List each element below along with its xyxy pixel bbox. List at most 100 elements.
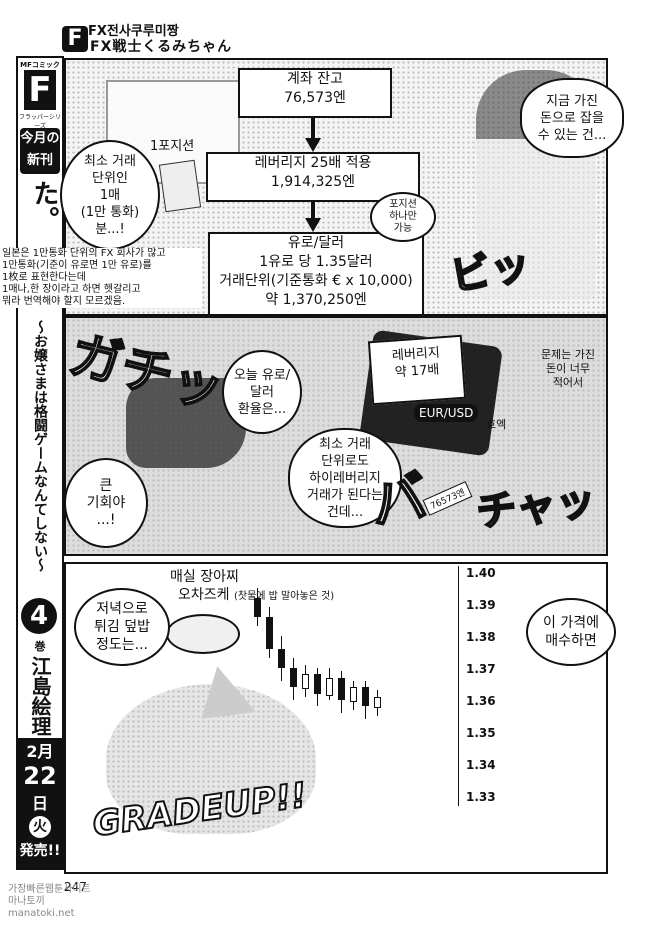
price-tick: 1.40 [466,566,496,580]
buy-price-bubble: 이 가격에 매수하면 [526,598,616,666]
high-leverage-line-4: 거래가 된다는 [307,487,383,503]
problem-note: 문제는 가진 돈이 너무 적어서 [536,348,600,390]
candle-body [362,687,369,707]
series-title-jp: FX戦士くるみちゃん [90,39,233,55]
problem-note-line-1: 문제는 가진 [540,348,596,361]
logo-f-icon: F [62,26,88,52]
one-position-line-1: 포지션 [389,199,417,210]
min-unit-line-5: 분...! [95,221,125,237]
plum-bowl-drawing [166,614,240,654]
one-position-label: 1포지션 [150,139,195,154]
trade-unit-value: 약 1,370,250엔 [265,292,367,308]
leverage-label: 레버리지 25배 적용 [254,155,372,171]
candle-body [326,677,333,696]
food-label: 매실 장아찌 오차즈케 (찻물에 밥 말아놓은 것) [170,568,335,606]
min-unit-bubble: 최소 거래 단위인 1매 (1만 통화) 분...! [60,140,160,250]
food-label-line-1: 매실 장아찌 [170,569,239,585]
release-day: 22 [23,762,57,790]
sidebar-label: フラッパーシリーズ [19,114,61,130]
candle-body [290,668,297,688]
one-position-line-2: 하나만 [389,211,417,222]
big-chance-line-3: ...! [96,511,116,528]
min-unit-line-2: 단위인 [92,170,128,186]
header-logo: F FX전사쿠루미짱 FX戦士くるみちゃん [62,18,262,55]
dinner-line-1: 저녁으로 [96,601,148,617]
translator-note-line-4: 1매나,한 장이라고 하면 헷갈리고 [2,284,141,295]
watermark: 가장빠른웹툰사이트 마나토끼 manatoki.net [8,884,118,920]
food-note: (찻물에 밥 말아놓은 것) [233,591,335,602]
flow-arrow-1-icon [305,138,321,152]
min-unit-line-4: (1만 통화) [80,204,140,220]
euro-rate-bubble: 오늘 유로/ 달러 환율은... [222,350,302,434]
price-tick: 1.34 [466,758,496,772]
flow-arrow-2-icon [305,218,321,232]
candle-body [314,674,321,694]
sidebar-ad: MFコミックス F フラッパーシリーズ 今月の新刊 対ありでした。 ～お嬢さまは… [16,56,96,870]
price-tick: 1.37 [466,662,496,676]
release-text: 発売!! [19,843,61,859]
volume-unit: 巻 [34,640,46,653]
food-label-line-2: 오차즈케 [178,587,230,603]
sidebar-subtitle: ～お嬢さまは格闘ゲームなんてしない～ [32,320,48,572]
watermark-line-3: manatoki.net [8,908,75,919]
price-tick: 1.38 [466,630,496,644]
page-number: 247 [64,880,87,894]
hue-exclaim: 흐엑 [486,418,507,431]
high-leverage-line-5: 건데... [326,504,364,520]
trade-unit-box: 유로/달러 1유로 당 1.35달러 거래단위(기준통화 € x 10,000)… [208,232,424,316]
candle-body [302,674,309,690]
flow-arrow-1-stem [311,116,315,140]
euro-rate-line-2: 달러 [250,384,274,400]
candle-body [254,597,261,617]
leverage-box: 레버리지 25배 적용 1,914,325엔 [206,152,420,202]
account-balance-value: 76,573엔 [284,90,346,106]
account-balance-box: 계좌 잔고 76,573엔 [238,68,392,118]
min-unit-line-1: 최소 거래 [84,153,136,169]
buy-price-line-2: 매수하면 [545,633,597,649]
high-leverage-line-3: 하이레버리지 [309,470,381,486]
candle-body [278,648,285,668]
price-tick: 1.36 [466,694,496,708]
right-thought-line-3: 수 있는 건... [537,127,607,143]
translator-note-line-3: 1枚로 표현한다는데 [2,272,86,283]
release-box: 2月 22 日 火 発売!! [18,738,62,868]
candle-body [374,696,381,709]
problem-note-line-3: 적어서 [552,376,584,389]
translator-note-line-2: 1만통화(기준이 유로면 1만 유로)를 [2,260,152,271]
trade-unit-rate: 1유로 당 1.35달러 [259,254,373,270]
bowl-drawing [106,684,316,834]
series-title-kr: FX전사쿠루미짱 [88,24,179,39]
watermark-line-2: 마나토끼 [8,896,45,907]
right-thought-bubble: 지금 가진 돈으로 잡을 수 있는 건... [520,78,624,158]
big-chance-line-2: 기회야 [86,494,126,511]
price-tick: 1.39 [466,598,496,612]
high-leverage-bubble: 최소 거래 단위로도 하이레버리지 거래가 된다는 건데... [288,428,402,528]
eurusd-label: EUR/USD [414,404,479,422]
dinner-bubble: 저녁으로 튀김 덮밥 정도는... [74,588,170,666]
dinner-line-3: 정도는... [95,637,148,653]
sidebar-author: 江島絵理 [28,656,52,736]
watermark-line-1: 가장빠른웹툰사이트 [8,884,91,895]
new-release-badge: 今月の新刊 [20,128,60,174]
price-tick: 1.33 [466,790,496,804]
problem-note-line-2: 돈이 너무 [546,362,590,375]
release-weekday: 火 [29,816,51,838]
translator-note-line-5: 뭐라 번역해야 할지 모르겠음. [2,296,126,307]
euro-rate-line-3: 환율은... [237,401,287,417]
leverage-screen: 레버리지 약 17배 [367,334,467,406]
translator-note: 일본은 1만통화 단위의 FX 회사가 많고 1만통화(기준이 유로면 1만 유… [2,248,202,308]
trade-unit-desc: 거래단위(기준통화 € x 10,000) [219,273,413,289]
high-leverage-line-1: 최소 거래 [319,436,371,452]
price-axis-line [458,566,459,806]
right-thought-line-1: 지금 가진 [546,93,598,109]
release-day-unit: 日 [31,794,48,813]
leverage-value: 1,914,325엔 [270,174,356,190]
high-leverage-line-2: 단위로도 [321,453,369,469]
candle-body [266,616,273,649]
big-chance-line-1: 큰 [99,477,113,494]
price-tick: 1.35 [466,726,496,740]
trade-unit-pair: 유로/달러 [287,235,345,251]
translator-note-line-1: 일본은 1만통화 단위의 FX 회사가 많고 [2,248,166,259]
candle-body [338,677,345,700]
right-thought-line-2: 돈으로 잡을 [540,110,604,126]
